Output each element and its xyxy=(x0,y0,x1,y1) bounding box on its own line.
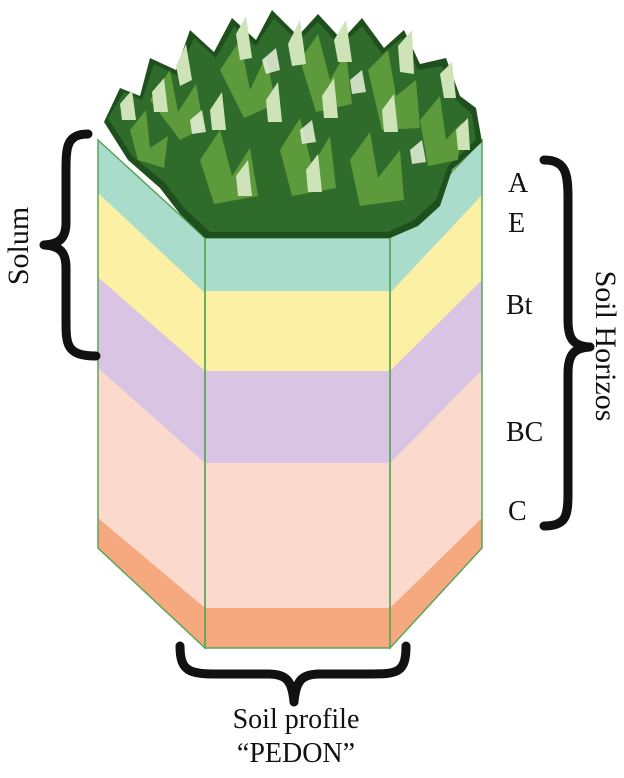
layer-bt-front xyxy=(200,291,400,371)
horizon-label-e: E xyxy=(508,208,525,239)
layer-purple-front xyxy=(200,371,400,463)
pedon-label: “PEDON” xyxy=(237,738,355,769)
layer-a-e-front xyxy=(200,230,400,300)
soil-horizons-brace xyxy=(544,160,590,526)
pedon-brace xyxy=(180,646,406,702)
layer-c-front xyxy=(200,608,400,653)
layer-bc-front xyxy=(200,463,400,609)
horizon-label-bc: BC xyxy=(506,417,543,448)
front-face xyxy=(200,230,400,653)
horizon-label-c: C xyxy=(508,496,527,527)
soil-profile-label: Soil profile xyxy=(233,704,360,735)
solum-brace xyxy=(44,134,96,356)
horizon-label-a: A xyxy=(508,168,529,199)
horizon-label-bt: Bt xyxy=(506,290,533,321)
soil-horizons-label: Soil Horizos xyxy=(589,271,622,422)
solum-label: Solum xyxy=(2,207,35,285)
